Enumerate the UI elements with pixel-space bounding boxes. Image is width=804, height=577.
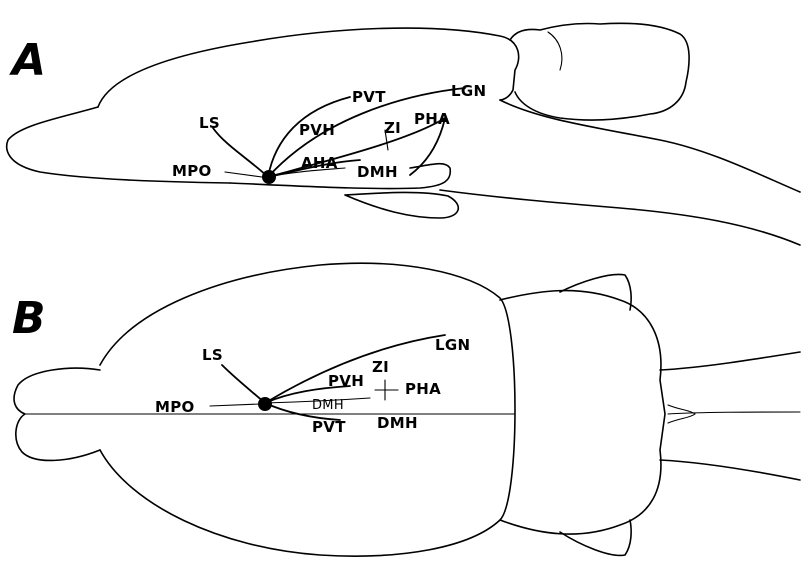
panel-a-labels: PVT LGN LS PVH ZI PHA MPO AHA DMH (172, 82, 486, 181)
pituitary-outline (345, 192, 458, 218)
panel-b-labels: LGN LS ZI PVH PHA MPO DMH PVT DMH (155, 336, 470, 436)
label-pha: PHA (414, 110, 450, 128)
label-dmh-b: DMH (377, 414, 418, 432)
path-to-ls-b (222, 365, 265, 403)
label-dmh-inner-b: DMH (312, 398, 344, 413)
mpo-leader-line-b (210, 404, 260, 406)
panel-a-projections (213, 88, 465, 184)
cerebellum-outline-b (500, 291, 665, 535)
cerebellum-outline (510, 23, 689, 120)
label-ls-b: LS (202, 346, 223, 364)
label-pvt: PVT (352, 88, 386, 106)
label-aha: AHA (301, 154, 338, 172)
panel-b-brain-outline (14, 263, 800, 556)
mpo-leader-line (225, 172, 262, 177)
injection-site-dot-b (258, 397, 272, 411)
zi-pha-tick (375, 380, 398, 400)
panel-b: B (12, 263, 800, 556)
label-zi-b: ZI (372, 358, 389, 376)
label-pvh-b: PVH (328, 372, 364, 390)
label-mpo: MPO (172, 162, 212, 180)
path-to-ls (213, 128, 268, 177)
label-pvt-b: PVT (312, 418, 346, 436)
label-dmh: DMH (357, 163, 398, 181)
label-lgn-b: LGN (435, 336, 470, 354)
panel-a-brain-outline (7, 23, 800, 245)
spinal-midline (668, 412, 800, 414)
brainstem-lower-outline (440, 190, 800, 245)
label-ls: LS (199, 114, 220, 132)
upper-flocculus-outline (560, 274, 631, 310)
panel-a: A (7, 23, 800, 245)
label-pvh: PVH (299, 121, 335, 139)
label-lgn: LGN (451, 82, 486, 100)
label-mpo-b: MPO (155, 398, 195, 416)
cerebellum-fold-line (548, 32, 562, 70)
spinal-cord-lower-outline (660, 460, 800, 480)
panel-a-letter: A (9, 35, 46, 86)
label-pha-b: PHA (405, 380, 441, 398)
spinal-cord-upper-outline (660, 352, 800, 370)
injection-site-dot (262, 170, 276, 184)
panel-b-letter: B (12, 293, 46, 344)
label-zi: ZI (384, 119, 401, 137)
